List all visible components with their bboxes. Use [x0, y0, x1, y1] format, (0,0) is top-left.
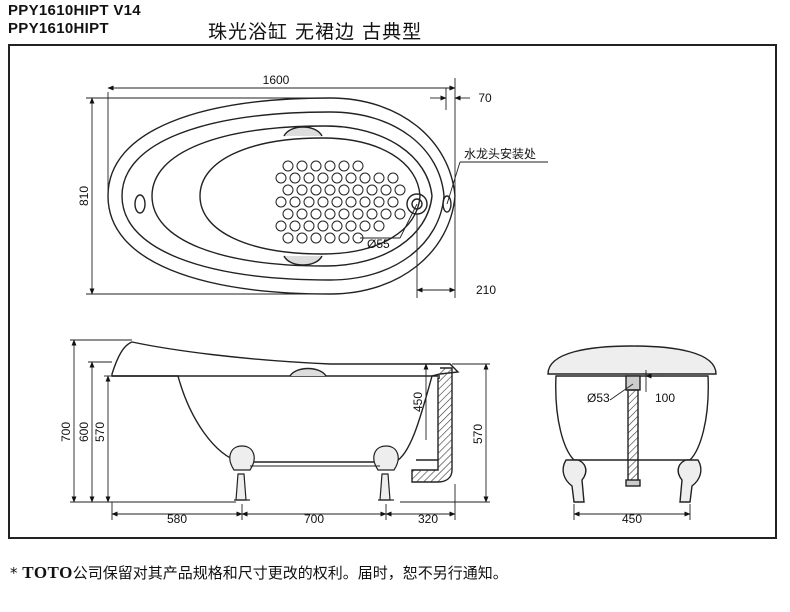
dim-width: 810 — [77, 186, 91, 206]
waste-pipe — [411, 367, 453, 483]
dim-length: 1600 — [263, 73, 290, 87]
tub-ledge-outline — [151, 125, 433, 267]
lower-headrest — [283, 255, 323, 266]
faucet-location-label: 水龙头安装处 — [464, 146, 536, 161]
model-number-v14: PPY1610HIPT V14 — [8, 2, 141, 19]
dim-height-inner: 570 — [93, 422, 107, 442]
tub-rim-outline — [121, 111, 445, 281]
model-number: PPY1610HIPT — [8, 20, 109, 37]
dim-height-rim: 600 — [77, 422, 91, 442]
dim-end-offset: 100 — [655, 391, 675, 405]
notice-text: 公司保留对其产品规格和尺寸更改的权利。届时，恕不另行通知。 — [72, 564, 508, 582]
top-view-dimensions — [86, 78, 548, 298]
end-view-dimensions — [573, 370, 691, 520]
drain-pipe — [627, 389, 639, 483]
right-claw-foot — [373, 445, 399, 501]
tub-basin-outline — [199, 137, 421, 255]
product-description: 珠光浴缸 无裙边 古典型 — [208, 21, 423, 43]
dim-height-total: 700 — [59, 422, 73, 442]
brand-name: TOTO — [22, 563, 73, 582]
anti-slip-dot-pattern — [275, 160, 406, 244]
dim-offset-70: 70 — [478, 91, 492, 105]
dim-drain-diameter: Ø55 — [367, 237, 390, 251]
left-claw-foot — [229, 445, 255, 501]
upper-headrest — [283, 126, 323, 137]
end-rim — [547, 345, 717, 375]
dim-right-foot-distance: 320 — [418, 512, 438, 526]
end-left-foot — [562, 459, 587, 503]
top-view — [107, 97, 456, 295]
drawing-frame — [8, 44, 777, 539]
side-view-dimensions — [70, 339, 490, 520]
tub-side-profile — [111, 341, 460, 463]
overflow-cover — [289, 367, 327, 377]
end-view — [547, 345, 717, 503]
dim-drain-offset: 210 — [476, 283, 496, 297]
overflow-slot — [134, 194, 146, 214]
dim-feet-spacing: 700 — [304, 512, 324, 526]
dim-end-width: 450 — [622, 512, 642, 526]
drain-inner — [411, 198, 423, 210]
dim-pipe-diameter: Ø53 — [587, 391, 610, 405]
faucet-position — [442, 195, 452, 213]
dim-right-height: 570 — [471, 424, 485, 444]
side-view — [111, 341, 460, 501]
note-asterisk: * — [10, 564, 18, 582]
dim-left-foot-distance: 580 — [167, 512, 187, 526]
end-right-foot — [677, 459, 702, 503]
drain-pipe-end — [625, 479, 641, 487]
dim-overflow-height: 450 — [411, 392, 425, 412]
disclaimer-note: * TOTO公司保留对其产品规格和尺寸更改的权利。届时，恕不另行通知。 — [10, 562, 508, 583]
